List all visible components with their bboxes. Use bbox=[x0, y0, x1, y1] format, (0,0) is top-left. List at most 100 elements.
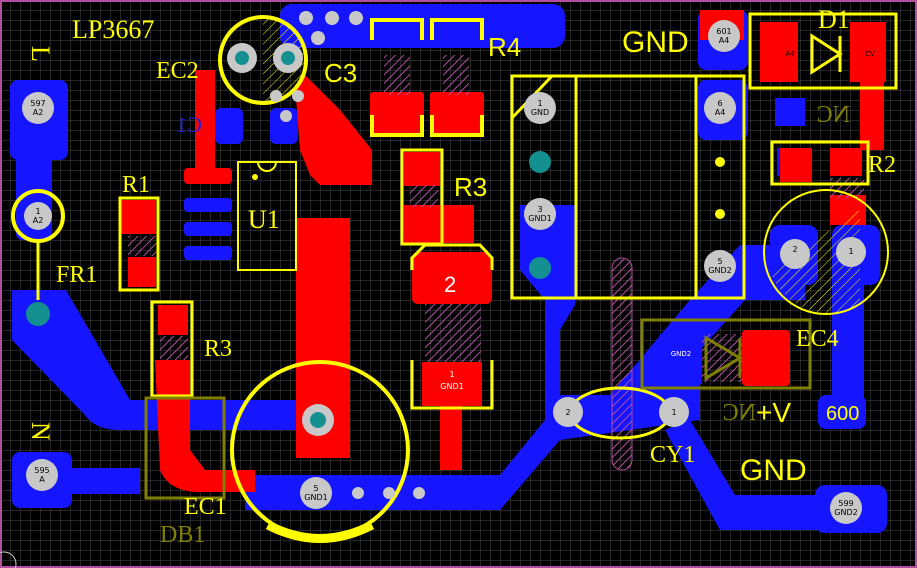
label-pad-2: 2 bbox=[444, 272, 456, 297]
top-pad-r3-left-a bbox=[158, 305, 188, 335]
top-pad-d1-b bbox=[850, 22, 886, 82]
d1-outline bbox=[748, 12, 898, 90]
u1-pin-2 bbox=[184, 198, 232, 212]
pad-d2-1[interactable] bbox=[660, 334, 702, 384]
label-u1: U1 bbox=[248, 205, 280, 234]
pad-ec4-1[interactable] bbox=[836, 237, 866, 267]
pad-cy1-1-num: 1 bbox=[671, 408, 676, 417]
ec4-outline bbox=[763, 189, 889, 315]
pad-597[interactable] bbox=[22, 92, 54, 124]
top-pad-d2-b bbox=[742, 330, 790, 386]
pad-ec4-1-num: 1 bbox=[848, 247, 853, 256]
via-top-6 bbox=[292, 90, 304, 102]
pad-conn-6[interactable] bbox=[704, 92, 736, 124]
pad-cy1-1[interactable] bbox=[659, 397, 689, 427]
hatch-r3 bbox=[410, 185, 438, 207]
pad-q1-1-num: 1 bbox=[449, 370, 454, 379]
via-top-2 bbox=[325, 11, 339, 25]
hatch-slot bbox=[611, 257, 633, 471]
overlay-outlines bbox=[144, 33, 843, 500]
pad-ec1-5[interactable] bbox=[300, 477, 332, 509]
label-gnd-bottom: GND bbox=[740, 454, 807, 487]
via-top-4 bbox=[311, 31, 325, 45]
label-ec4: EC4 bbox=[796, 326, 839, 352]
top-pad-r3-upper bbox=[404, 152, 440, 186]
d1-diode bbox=[810, 33, 843, 75]
label-db1: DB1 bbox=[160, 522, 205, 548]
pad-cy1-2-num: 2 bbox=[565, 408, 570, 417]
label-r4: R4 bbox=[488, 32, 521, 62]
top-pad-c3-b bbox=[430, 92, 484, 136]
via-conn-c bbox=[715, 157, 725, 167]
hatch-r2 bbox=[830, 178, 864, 198]
pad-ec4-2[interactable] bbox=[780, 239, 810, 269]
pad-conn-3[interactable] bbox=[524, 198, 556, 230]
pad-conn-6-num: 6 bbox=[717, 99, 722, 108]
via-top-3 bbox=[349, 11, 363, 25]
via-top-5 bbox=[270, 90, 282, 102]
pad-conn-3-num: 3 bbox=[537, 205, 542, 214]
board-name: LP3667 bbox=[72, 15, 154, 44]
top-trace-r3-ec1 bbox=[155, 360, 255, 492]
bottom-trace-595 bbox=[60, 468, 140, 494]
top-trace-ec2 bbox=[195, 70, 215, 175]
pad-conn-3-net: GND1 bbox=[528, 214, 551, 223]
hatch-c3-a bbox=[384, 55, 410, 95]
pad-599[interactable] bbox=[830, 492, 862, 524]
label-plus-v: +V bbox=[756, 397, 791, 428]
pad-d1-a4: A4 bbox=[785, 50, 795, 58]
pad-d2-net: GND2 bbox=[671, 350, 692, 358]
bottom-pad-600 bbox=[818, 395, 866, 429]
pad-601[interactable] bbox=[708, 20, 740, 52]
bottom-pad-c1 bbox=[215, 108, 243, 144]
top-trace-q1 bbox=[440, 400, 462, 470]
pad-conn-1[interactable] bbox=[524, 92, 556, 124]
label-c1-mirror: C1 bbox=[176, 112, 202, 137]
pad-ec2-a-hole bbox=[235, 51, 249, 65]
pad-conn-5[interactable] bbox=[704, 250, 736, 282]
silkscreen-text: LP3667 EC2 C3 R4 GND D1 R1 U1 R3 FR1 R3 … bbox=[26, 5, 896, 548]
pad-conn-6-net: A4 bbox=[715, 108, 726, 117]
pad-601-num: 601 bbox=[716, 27, 731, 36]
pads: 597 A2 1 A2 1 GND 3 GND1 601 A4 6 A4 bbox=[22, 11, 875, 524]
top-pad-r1-a bbox=[120, 200, 156, 234]
hatch-c3-b bbox=[443, 55, 469, 95]
r3-left-outline bbox=[150, 300, 194, 398]
via-top-1 bbox=[299, 11, 313, 25]
u1-pin-4 bbox=[184, 246, 232, 260]
label-n-mark: N bbox=[26, 422, 55, 441]
pad-601-net: A4 bbox=[719, 36, 730, 45]
bottom-trace-left-u1 bbox=[236, 402, 306, 430]
label-r1: R1 bbox=[122, 172, 150, 198]
pad-cy1-2[interactable] bbox=[553, 397, 583, 427]
pad-597-net: A2 bbox=[33, 108, 44, 117]
bottom-trace-gnd2 bbox=[665, 420, 860, 530]
via-ec1-a bbox=[352, 487, 364, 499]
u1-pin1-dot bbox=[252, 174, 258, 180]
label-gnd-top: GND bbox=[622, 26, 689, 59]
pad-ec1-5-net: GND1 bbox=[304, 493, 327, 502]
d2-outline bbox=[640, 318, 812, 390]
pad-conn-1-num: 1 bbox=[537, 99, 542, 108]
c3-outline-a bbox=[370, 18, 424, 137]
via-conn-b bbox=[529, 257, 551, 279]
via-top-7 bbox=[280, 110, 292, 122]
label-nc-upper: NC bbox=[817, 102, 850, 128]
pad-d1-cv: CV bbox=[865, 50, 875, 58]
top-pad-d1-a bbox=[760, 22, 798, 82]
pad-ec2-b-hole bbox=[281, 51, 295, 65]
u1-outline bbox=[237, 161, 297, 271]
top-pour-c3 bbox=[295, 75, 372, 185]
pad-595[interactable] bbox=[26, 459, 58, 491]
label-c3: C3 bbox=[324, 58, 357, 88]
ec4-hatch bbox=[770, 210, 860, 314]
pad-599-num: 599 bbox=[838, 499, 853, 508]
u1-pin-3 bbox=[184, 222, 232, 236]
pad-fr1-1[interactable] bbox=[24, 202, 52, 230]
top-pad-r2-a bbox=[780, 148, 812, 182]
u1-notch bbox=[257, 161, 277, 172]
pad-ec1-5-num: 5 bbox=[313, 484, 318, 493]
via-ec1-b bbox=[383, 487, 395, 499]
label-r3-upper: R3 bbox=[454, 172, 487, 202]
pad-conn-5-num: 5 bbox=[717, 257, 722, 266]
